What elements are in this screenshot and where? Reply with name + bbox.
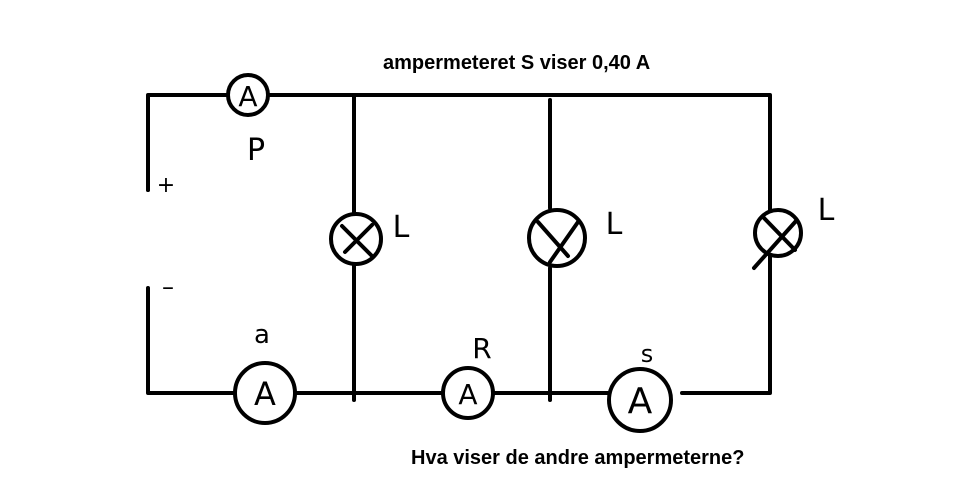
battery-negative: – [162,273,174,301]
ammeter-p-symbol: A [238,80,257,113]
lamp-2 [527,208,587,268]
wire-top [266,93,772,224]
lamp-2-label: L [606,207,623,242]
ammeter-a-symbol: A [254,375,276,413]
ammeter-p-label: P [247,133,265,168]
battery-positive: + [157,173,175,198]
ammeter-s: A [607,367,673,433]
wire-left-top [146,93,230,192]
ammeter-r-symbol: A [458,378,477,411]
lamp-1-label: L [393,210,410,245]
ammeter-s-symbol: A [628,381,653,422]
question: Hva viser de andre ampermeterne? [411,447,745,469]
lamp-3-label: L [818,193,835,228]
ammeter-p: A [226,73,270,117]
lamp-3 [752,208,803,270]
ammeter-r: A [441,366,495,420]
wire-left-bottom [146,286,237,395]
ammeter-s-label: s [641,340,654,368]
lamp-1 [329,212,383,266]
ammeter-a-label: a [254,320,270,350]
ammeter-a: A [233,361,297,425]
wire-right-lower [680,252,772,395]
title: ampermeteret S viser 0,40 A [383,52,651,74]
ammeter-r-label: R [472,332,491,365]
